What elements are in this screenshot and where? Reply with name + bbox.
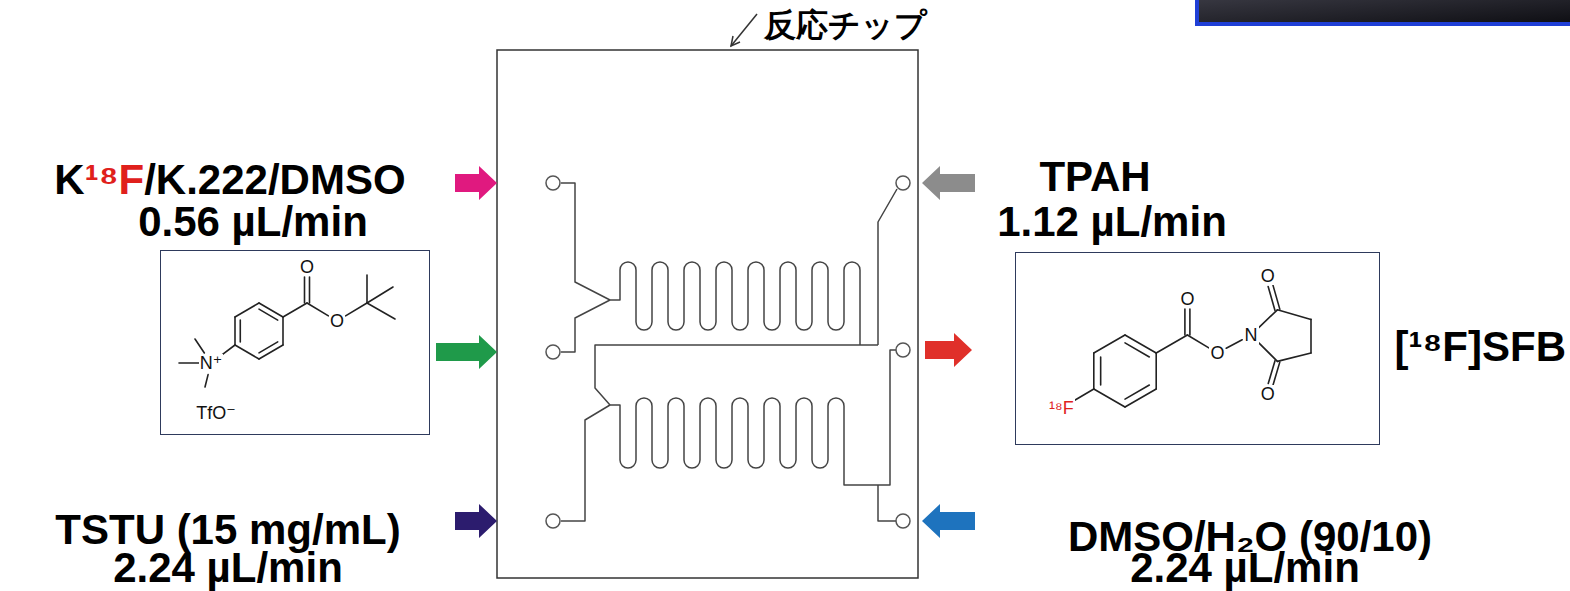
bond-line	[307, 303, 328, 316]
port	[896, 343, 910, 357]
flow-rate: 0.56 µL/min	[138, 202, 368, 242]
bond-line	[1156, 335, 1187, 353]
upper-serpentine	[610, 262, 860, 345]
bond-line	[309, 277, 311, 303]
bond-line	[235, 303, 259, 317]
leader-arrowhead	[731, 36, 740, 46]
isotope-mark: ¹⁸F	[85, 156, 145, 203]
port	[546, 514, 560, 528]
bond-line	[1073, 389, 1093, 401]
bond-line	[234, 317, 236, 345]
bond-line	[1277, 353, 1311, 361]
reagent-label: K¹⁸F/K.222/DMSO	[54, 160, 405, 200]
bond-line	[259, 303, 283, 317]
flow-rate: 2.24 µL/min	[1130, 548, 1360, 588]
bond-line	[1310, 319, 1312, 353]
bond-line	[367, 303, 395, 319]
bond-line	[1277, 310, 1311, 320]
port	[546, 176, 560, 190]
bond-line	[259, 309, 278, 320]
bond-line	[235, 345, 259, 359]
bond-line	[1094, 335, 1125, 353]
block-arrow	[455, 504, 497, 538]
bond-line	[239, 320, 241, 342]
bond-line	[1125, 385, 1149, 399]
inlet-channel	[878, 485, 896, 521]
bond-line	[1093, 353, 1095, 389]
bond-line	[1268, 287, 1275, 311]
atom-label: ¹⁸F	[1048, 399, 1075, 417]
bond-line	[346, 303, 367, 316]
bond-line	[259, 345, 283, 359]
bond-line	[1226, 340, 1242, 349]
leader-line	[731, 14, 757, 46]
port	[896, 176, 910, 190]
port	[896, 514, 910, 528]
bond-line	[1155, 353, 1157, 389]
bond-line	[1187, 335, 1208, 348]
reagent-label: TPAH	[1039, 157, 1150, 197]
product-label: [¹⁸F]SFB	[1395, 327, 1566, 367]
atom-label: O	[329, 312, 345, 330]
structure-box: O O N⁺ TfO⁻	[160, 250, 430, 435]
bond-line	[1189, 309, 1191, 335]
reaction-chip	[497, 50, 918, 578]
atom-label: TfO⁻	[195, 404, 237, 422]
bond-line	[1273, 362, 1280, 385]
bond-line	[304, 277, 306, 303]
atom-label: O	[1260, 385, 1276, 403]
photo-fragment	[1197, 0, 1570, 24]
bond-line	[1258, 342, 1277, 361]
transfer-channel	[595, 345, 878, 405]
bond-line	[282, 317, 284, 345]
bond-line	[367, 287, 393, 303]
bond-line	[259, 342, 278, 353]
bond-line	[1094, 389, 1125, 407]
atom-label: O	[1179, 290, 1195, 308]
atom-label: O	[1260, 267, 1276, 285]
flow-rate: 1.12 µL/min	[997, 202, 1227, 242]
inlet-channel	[561, 183, 610, 300]
chip-label: 反応チップ	[764, 7, 927, 43]
bond-line	[366, 275, 368, 303]
inlet-channel	[878, 189, 897, 345]
atom-label: O	[1209, 344, 1225, 362]
bond-line	[1125, 389, 1156, 407]
structure-box: O O N O O ¹⁸F	[1015, 252, 1380, 445]
atom-label: N⁺	[199, 354, 224, 372]
bond-line	[1125, 343, 1149, 357]
inlet-channel	[561, 300, 610, 352]
port	[546, 345, 560, 359]
bond-line	[205, 375, 208, 387]
bond-line	[195, 339, 204, 353]
block-arrow	[436, 335, 497, 369]
block-arrow	[922, 504, 975, 538]
block-arrow	[922, 166, 975, 200]
atom-label: N	[1244, 326, 1259, 344]
bond-line	[1125, 335, 1156, 353]
lower-serpentine	[610, 398, 878, 485]
outlet-channel	[878, 350, 896, 485]
inlet-channel	[561, 405, 610, 521]
bond-line	[283, 303, 307, 317]
block-arrow	[455, 166, 497, 200]
flow-rate: 2.24 µL/min	[113, 548, 343, 588]
bond-line	[179, 362, 199, 364]
bond-line	[1100, 357, 1102, 385]
reagent-label: TSTU (15 mg/mL)	[55, 510, 400, 550]
atom-label: O	[299, 258, 315, 276]
bond-line	[1184, 309, 1186, 335]
block-arrow	[925, 333, 972, 367]
bond-line	[1258, 310, 1277, 328]
